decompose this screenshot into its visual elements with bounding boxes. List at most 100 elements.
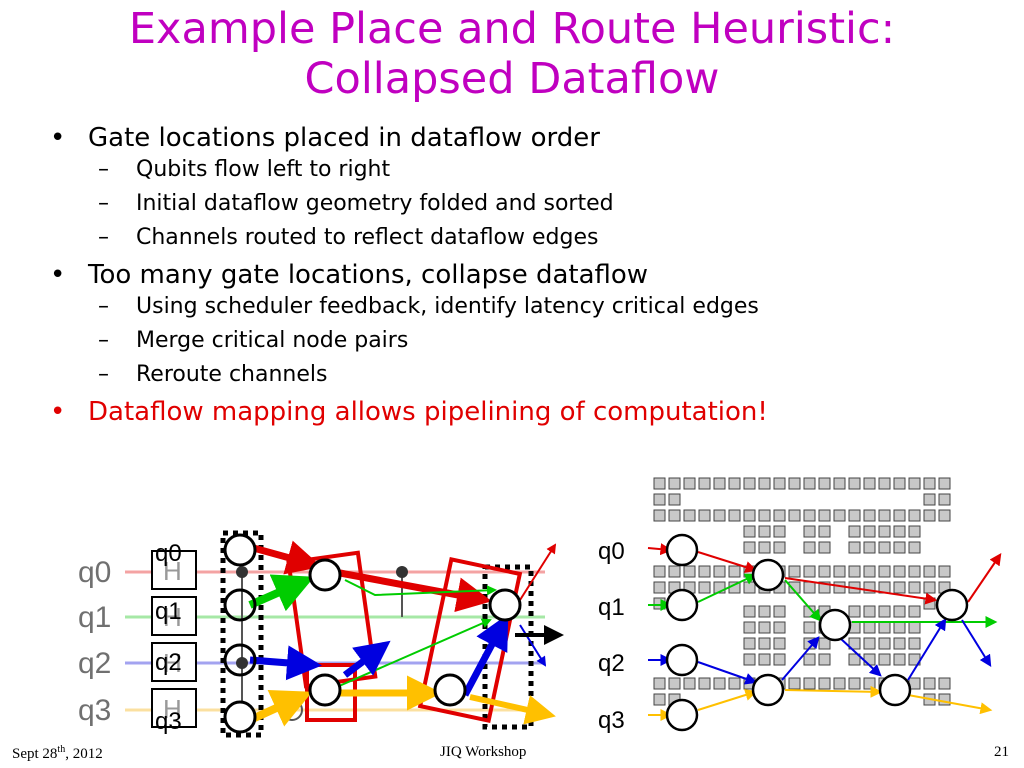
- trap-cell: [818, 565, 831, 578]
- trap-cell: [893, 581, 906, 594]
- trap-cell: [923, 509, 936, 522]
- trap-cell: [923, 477, 936, 490]
- trap-cell: [818, 525, 831, 538]
- trap-cell: [848, 605, 861, 618]
- trap-cell: [803, 621, 816, 634]
- qubit-label-q0: q0: [78, 556, 111, 589]
- sub-bullet: –Using scheduler feedback, identify late…: [40, 290, 1000, 324]
- trap-cell: [743, 581, 756, 594]
- edge-q2: [907, 617, 947, 681]
- qubit-label-q3: q3: [598, 707, 625, 734]
- dataflow-circuit-figure: q0 q1 q2 q3 H H H H q0 q1 q2 q3: [78, 530, 564, 738]
- node: [308, 558, 342, 592]
- sub-bullet: –Qubits flow left to right: [40, 153, 1000, 187]
- sub-bullet-text: Initial dataflow geometry folded and sor…: [136, 191, 614, 216]
- bullet-list: •Gate locations placed in dataflow order…: [40, 118, 1000, 427]
- sub-bullet-text: Channels routed to reflect dataflow edge…: [136, 225, 599, 250]
- trap-cell: [863, 509, 876, 522]
- sub-marker: –: [98, 328, 109, 353]
- h-gate-label: H: [163, 694, 182, 724]
- trap-cell: [713, 581, 726, 594]
- trap-cell: [743, 477, 756, 490]
- h-gate: [151, 642, 197, 682]
- h-gate-label: H: [163, 556, 182, 586]
- sub-bullet-text: Reroute channels: [136, 362, 328, 387]
- trap-cell: [908, 605, 921, 618]
- trap-cell: [908, 565, 921, 578]
- trap-cell: [653, 477, 666, 490]
- sub-bullet-text: Qubits flow left to right: [136, 157, 391, 182]
- overlay-label-q0: q0: [155, 540, 182, 567]
- trap-cell: [683, 565, 696, 578]
- trap-cell: [908, 621, 921, 634]
- trap-cell: [893, 605, 906, 618]
- edge-q1: [784, 579, 822, 622]
- trap-cell: [908, 541, 921, 554]
- h-gate: [151, 688, 197, 728]
- trap-cell: [818, 509, 831, 522]
- node: [751, 673, 785, 707]
- trap-cell: [833, 565, 846, 578]
- trap-cell: [773, 509, 786, 522]
- sub-bullet: –Channels routed to reflect dataflow edg…: [40, 221, 1000, 255]
- trap-cell: [923, 493, 936, 506]
- trap-cell: [848, 509, 861, 522]
- overlay-label-q2: q2: [155, 649, 182, 676]
- edge-q2: [961, 619, 992, 668]
- trap-cell: [758, 509, 771, 522]
- trap-cell: [878, 565, 891, 578]
- trap-cell: [863, 477, 876, 490]
- trap-cell: [908, 509, 921, 522]
- overlay-label-q3: q3: [155, 708, 182, 735]
- trap-cell: [788, 509, 801, 522]
- trap-cell: [743, 637, 756, 650]
- trap-cell: [743, 509, 756, 522]
- trap-cell: [878, 525, 891, 538]
- trap-cell: [743, 621, 756, 634]
- trap-cell: [788, 477, 801, 490]
- trap-cell: [863, 525, 876, 538]
- trap-cell: [668, 565, 681, 578]
- trap-cell: [938, 693, 951, 706]
- trap-cell: [758, 605, 771, 618]
- trap-cell: [653, 509, 666, 522]
- footer-venue: JIQ Workshop: [440, 744, 527, 760]
- trap-cell: [803, 677, 816, 690]
- bullet-1: •Gate locations placed in dataflow order: [40, 123, 1000, 153]
- trap-cell: [848, 565, 861, 578]
- edge-q2: [461, 613, 509, 697]
- edge-q1: [329, 618, 492, 691]
- edge-q2: [249, 645, 322, 681]
- trap-cell: [848, 525, 861, 538]
- bullet-2: •Too many gate locations, collapse dataf…: [40, 260, 1000, 290]
- edge-q2: [342, 640, 391, 678]
- edge-q3: [469, 694, 556, 725]
- trap-cell: [863, 605, 876, 618]
- title-line-1: Example Place and Route Heuristic:: [128, 4, 896, 54]
- footer-date-suffix: , 2012: [65, 746, 103, 762]
- trap-cell: [908, 477, 921, 490]
- trap-cell: [848, 541, 861, 554]
- trap-grid: [653, 477, 951, 706]
- node: [488, 588, 522, 622]
- trap-cell: [893, 477, 906, 490]
- control-dot: [396, 566, 408, 578]
- node: [751, 558, 785, 592]
- trap-cell: [848, 477, 861, 490]
- h-gate-label: H: [163, 602, 182, 632]
- sub-bullet: –Merge critical node pairs: [40, 324, 1000, 358]
- trap-cell: [803, 477, 816, 490]
- trap-cell: [818, 677, 831, 690]
- trap-cell: [773, 621, 786, 634]
- trap-cell: [863, 653, 876, 666]
- trap-cell: [878, 477, 891, 490]
- trap-cell: [878, 637, 891, 650]
- critical-box: [286, 550, 378, 689]
- bullet-marker: •: [50, 123, 66, 153]
- trap-cell: [893, 621, 906, 634]
- trap-cell: [908, 637, 921, 650]
- trap-cell: [713, 565, 726, 578]
- trap-cell: [803, 581, 816, 594]
- trap-cell: [803, 541, 816, 554]
- node: [223, 643, 257, 677]
